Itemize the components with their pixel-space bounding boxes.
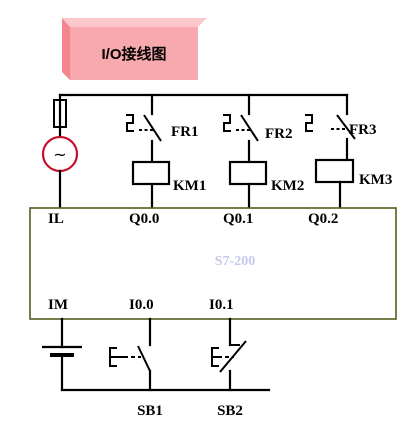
- input-i00-label: I0.0: [129, 297, 154, 313]
- fr1-contact-blade: [143, 114, 162, 142]
- km2-label: KM2: [271, 178, 304, 194]
- sb1-contact-blade: [137, 345, 151, 372]
- output-branch-1: FR1 KM1: [126, 93, 206, 210]
- title-box-top-face: [62, 18, 207, 27]
- plc-model: S7-200: [215, 254, 255, 269]
- km1-label: KM1: [173, 178, 206, 194]
- fr3-label: FR3: [349, 122, 377, 138]
- fr3-thermal-element: [305, 114, 313, 132]
- ac-source-symbol: ~: [53, 145, 66, 164]
- output-common-label: IL: [48, 211, 64, 227]
- supply-branch: ~: [41, 93, 79, 210]
- fr2-thermal-element: [223, 114, 231, 132]
- input-i01-label: I0.1: [209, 297, 234, 313]
- input-common-label: IM: [48, 297, 68, 313]
- output-q00-label: Q0.0: [129, 211, 159, 227]
- sb1-label: SB1: [137, 403, 163, 419]
- fr2-contact-blade: [240, 114, 259, 142]
- output-branch-3: FR3 KM3: [305, 93, 392, 210]
- output-q01-label: Q0.1: [223, 211, 253, 227]
- title-box-front-face: [70, 27, 198, 80]
- sb1-pushbutton: SB1: [109, 317, 163, 419]
- fr3-contact-blade: [336, 114, 356, 140]
- km3-coil: [314, 158, 355, 184]
- km1-coil: [131, 160, 171, 186]
- output-q02-label: Q0.2: [308, 211, 338, 227]
- title-box-side-face: [62, 18, 70, 80]
- fr2-label: FR2: [265, 126, 293, 142]
- diagram-title: I/O接线图: [101, 45, 166, 63]
- fr1-label: FR1: [171, 124, 199, 140]
- km2-coil: [228, 160, 268, 186]
- km3-label: KM3: [359, 172, 392, 188]
- title-box: I/O接线图: [62, 18, 207, 80]
- fr1-thermal-element: [126, 114, 134, 132]
- sb2-label: SB2: [217, 403, 243, 419]
- sb2-pushbutton: SB2: [211, 317, 247, 419]
- output-branch-2: FR2 KM2: [223, 93, 304, 210]
- dc-source: [42, 317, 82, 392]
- plc-box: [29, 207, 397, 320]
